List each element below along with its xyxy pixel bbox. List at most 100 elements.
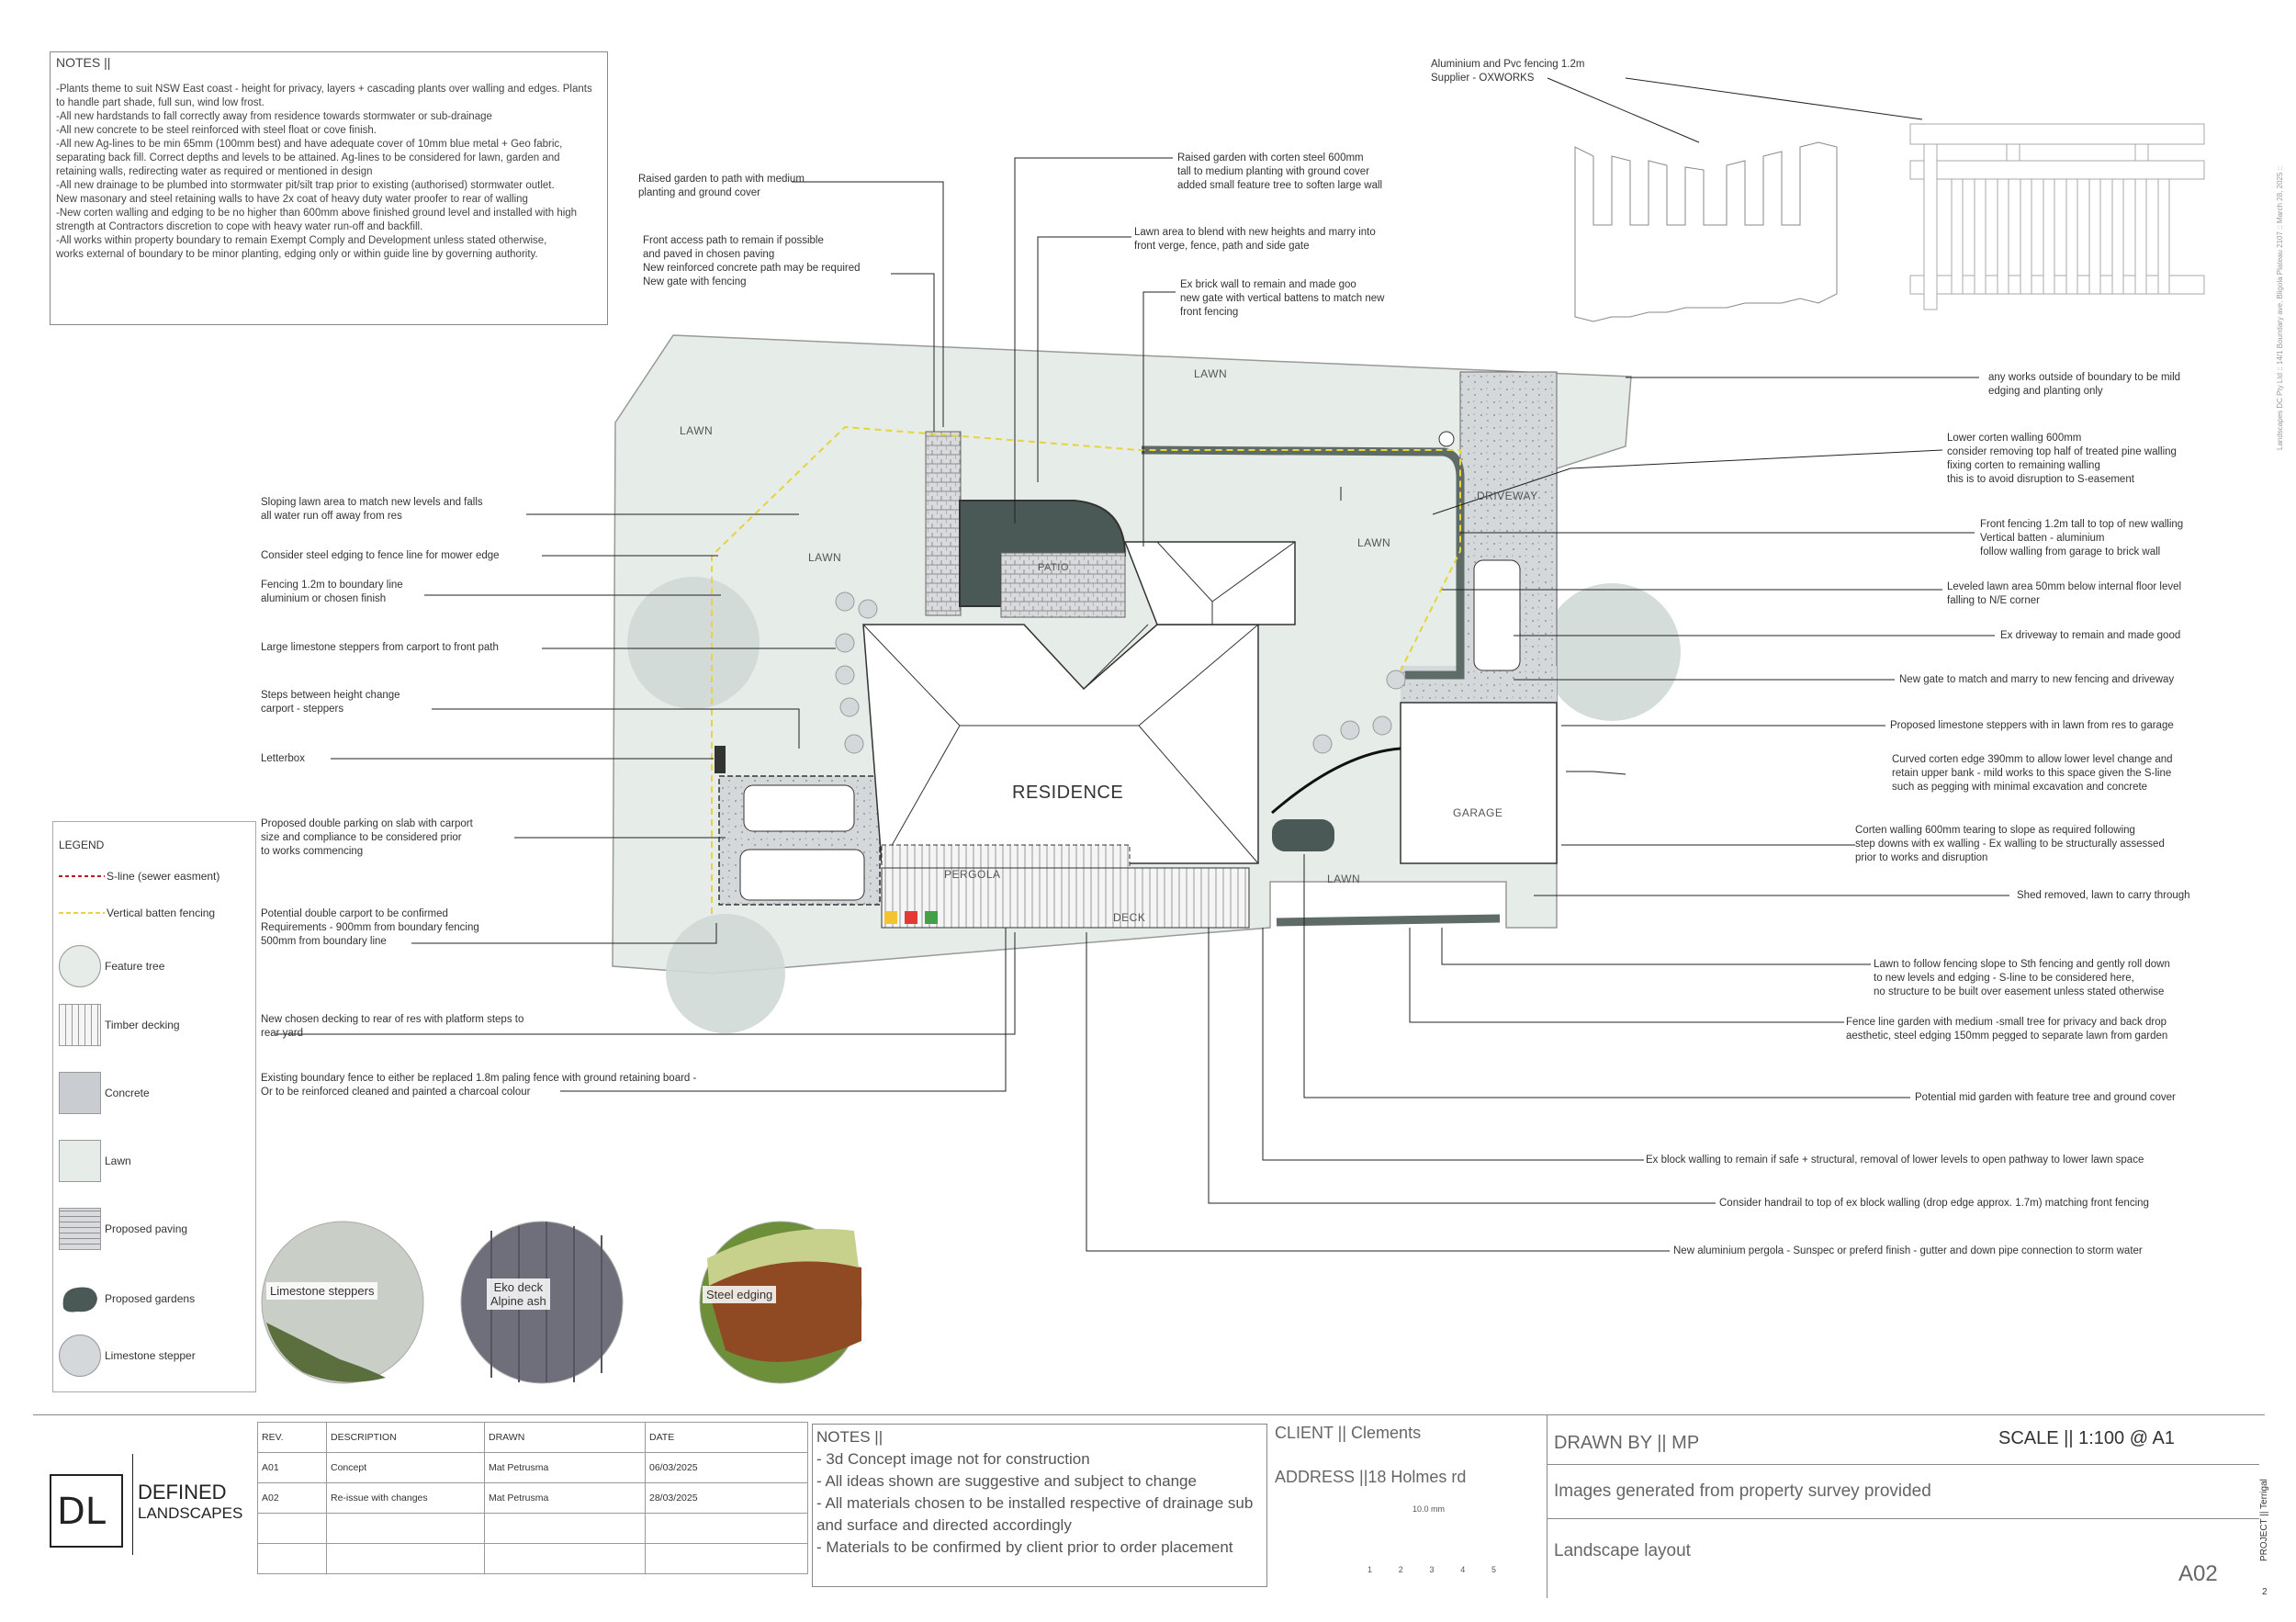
legend-item-lawn: Lawn bbox=[59, 1140, 131, 1182]
callout-corten-walling: Corten walling 600mm tearing to slope as… bbox=[1855, 825, 2165, 863]
callout-block-walling: Ex block walling to remain if safe + str… bbox=[1646, 1155, 2144, 1166]
revision-number: A02 bbox=[2178, 1561, 2218, 1586]
title-notes: NOTES || - 3d Concept image not for cons… bbox=[812, 1424, 1267, 1587]
table-cell: 06/03/2025 bbox=[645, 1452, 808, 1483]
photo-limestone bbox=[261, 1221, 424, 1384]
callout-shed-removed: Shed removed, lawn to carry through bbox=[2017, 890, 2190, 901]
table-cell: Mat Petrusma bbox=[484, 1482, 646, 1514]
scale-tick: 2 bbox=[1398, 1565, 1403, 1574]
callout-sloping-lawn: Sloping lawn area to match new levels an… bbox=[261, 497, 483, 522]
drawn-by: DRAWN BY || MP bbox=[1554, 1433, 1700, 1453]
legend-label: Limestone stepper bbox=[105, 1349, 196, 1362]
notes-line: -Plants theme to suit NSW East coast - h… bbox=[56, 84, 592, 108]
callout-ex-driveway: Ex driveway to remain and made good bbox=[2000, 630, 2181, 641]
title-notes-line: - All ideas shown are suggestive and sub… bbox=[816, 1472, 1197, 1490]
legend-label: Lawn bbox=[105, 1155, 131, 1167]
legend-item-sline: S-line (sewer easment) bbox=[59, 870, 219, 883]
table-header: DATE bbox=[645, 1422, 808, 1453]
callout-raised-garden-corten: Raised garden with corten steel 600mm ta… bbox=[1177, 152, 1383, 191]
callout-mid-garden: Potential mid garden with feature tree a… bbox=[1915, 1092, 2176, 1103]
concrete-swatch bbox=[59, 1072, 101, 1114]
callout-lower-corten: Lower corten walling 600mm consider remo… bbox=[1947, 433, 2177, 485]
legend-label: Timber decking bbox=[105, 1019, 180, 1031]
title-notes-heading: NOTES || bbox=[816, 1428, 884, 1446]
fence-sample-paling bbox=[1574, 141, 1838, 322]
scale-ticks: 1 2 3 4 5 bbox=[1367, 1565, 1496, 1574]
table-cell: Concept bbox=[326, 1452, 485, 1483]
callout-steel-edging: Consider steel edging to fence line for … bbox=[261, 550, 500, 561]
legend-item-tree: Feature tree bbox=[59, 945, 164, 987]
stepper-swatch bbox=[59, 1335, 101, 1377]
legend-label: Proposed paving bbox=[105, 1222, 188, 1235]
callout-steppers-garage: Proposed limestone steppers with in lawn… bbox=[1890, 720, 2174, 731]
title-divider bbox=[1547, 1414, 1548, 1598]
legend-label: Concrete bbox=[105, 1087, 150, 1099]
legend-item-gardens: Proposed gardens bbox=[59, 1278, 195, 1320]
legend-label: Feature tree bbox=[105, 960, 165, 973]
title-block-divider bbox=[33, 1414, 2265, 1415]
photo-caption-steel-edging: Steel edging bbox=[703, 1286, 777, 1303]
pergola-label: PERGOLA bbox=[944, 868, 1001, 881]
callout-lawn-slope: Lawn to follow fencing slope to Sth fenc… bbox=[1874, 959, 2170, 997]
title-divider bbox=[1547, 1518, 2259, 1519]
table-cell: Mat Petrusma bbox=[484, 1452, 646, 1483]
table-header-row: REV. DESCRIPTION DRAWN DATE bbox=[257, 1422, 808, 1453]
table-row: A01 Concept Mat Petrusma 06/03/2025 bbox=[257, 1452, 808, 1483]
callout-lawn-blend: Lawn area to blend with new heights and … bbox=[1134, 227, 1376, 252]
callout-fencing: Fencing 1.2m to boundary line aluminium … bbox=[261, 580, 403, 604]
callout-outside-boundary: any works outside of boundary to be mild… bbox=[1988, 372, 2181, 397]
notes-line: -All new concrete to be steel reinforced… bbox=[56, 125, 377, 136]
driveway-label: DRIVEWAY bbox=[1477, 490, 1538, 502]
fence-sample-title: Aluminium and Pvc fencing 1.2m bbox=[1431, 59, 1585, 70]
legend: LEGEND S-line (sewer easment) Vertical b… bbox=[52, 821, 256, 1392]
legend-label: S-line (sewer easment) bbox=[107, 870, 220, 883]
notes-line: -All new Ag-lines to be min 65mm (100mm … bbox=[56, 139, 563, 177]
fence-sample-slat bbox=[1909, 123, 2205, 310]
callout-raised-garden-path: Raised garden to path with medium planti… bbox=[638, 174, 805, 198]
legend-title: LEGEND bbox=[59, 839, 105, 851]
deck-label: DECK bbox=[1113, 911, 1146, 924]
table-cell: A01 bbox=[257, 1452, 327, 1483]
garage-building bbox=[1400, 702, 1558, 864]
notes-line: -All works within property boundary to r… bbox=[56, 235, 547, 246]
fence-sample-supplier: Supplier - OXWORKS bbox=[1431, 73, 1535, 84]
table-row bbox=[257, 1513, 808, 1544]
revisions-table: REV. DESCRIPTION DRAWN DATE A01 Concept … bbox=[257, 1422, 808, 1574]
scale: SCALE || 1:100 @ A1 bbox=[1998, 1428, 2175, 1448]
lawn-label: LAWN bbox=[1357, 536, 1391, 549]
callout-letterbox: Letterbox bbox=[261, 753, 305, 764]
client-name: CLIENT || Clements bbox=[1275, 1424, 1422, 1442]
legend-item-concrete: Concrete bbox=[59, 1072, 150, 1114]
side-vertical-text: Landscapes DC Pty Ltd :: 14/1 Boundary a… bbox=[2276, 165, 2284, 450]
callout-double-parking: Proposed double parking on slab with car… bbox=[261, 818, 473, 857]
legend-item-stepper: Limestone stepper bbox=[59, 1335, 196, 1377]
tree-swatch bbox=[59, 945, 101, 987]
lawn-label: LAWN bbox=[680, 424, 714, 437]
front-path bbox=[925, 431, 962, 616]
limestone-steppers bbox=[835, 591, 1406, 754]
callout-new-gate: New gate to match and marry to new fenci… bbox=[1899, 674, 2175, 685]
notes-title: NOTES || bbox=[56, 55, 111, 70]
site-plan bbox=[261, 77, 2205, 1384]
patio bbox=[1000, 552, 1126, 618]
lawn-swatch bbox=[59, 1140, 101, 1182]
legend-item-paving: Proposed paving bbox=[59, 1208, 187, 1250]
residence-label: RESIDENCE bbox=[1012, 783, 1124, 803]
legend-label: Proposed gardens bbox=[105, 1292, 196, 1305]
sheet-title: Landscape layout bbox=[1554, 1541, 1691, 1560]
title-divider bbox=[1547, 1464, 2259, 1465]
legend-label: Vertical batten fencing bbox=[107, 907, 216, 919]
callout-steps: Steps between height change carport - st… bbox=[261, 690, 400, 715]
callout-pergola: New aluminium pergola - Sunspec or prefe… bbox=[1673, 1245, 2143, 1256]
logo-letters: DL bbox=[57, 1491, 107, 1533]
table-header: REV. bbox=[257, 1422, 327, 1453]
project-name: PROJECT || Terrigal bbox=[2259, 1479, 2269, 1561]
decking-swatch bbox=[59, 1004, 101, 1046]
scale-tick: 5 bbox=[1491, 1565, 1496, 1574]
table-header: DRAWN bbox=[484, 1422, 646, 1453]
title-notes-line: - Materials to be confirmed by client pr… bbox=[816, 1538, 1233, 1556]
patio-label: PATIO bbox=[1038, 562, 1069, 573]
logo-divider bbox=[132, 1454, 133, 1555]
notes-panel: NOTES || -Plants theme to suit NSW East … bbox=[50, 51, 608, 325]
scale-tick: 4 bbox=[1460, 1565, 1466, 1574]
